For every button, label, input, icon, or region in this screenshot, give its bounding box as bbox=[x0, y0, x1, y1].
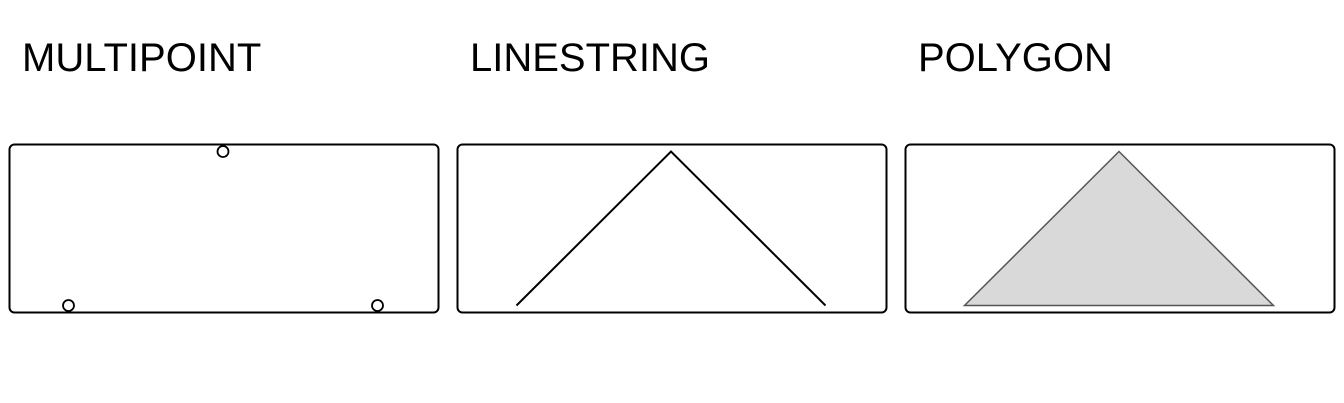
panels-layer bbox=[8, 143, 1336, 314]
point-marker-3 bbox=[371, 299, 384, 312]
panel-polygon bbox=[904, 143, 1336, 314]
panel-title-polygon: POLYGON bbox=[918, 36, 1113, 80]
panel-multipoint bbox=[8, 143, 440, 314]
point-marker-1 bbox=[216, 145, 230, 158]
panel-frame bbox=[8, 143, 440, 314]
panel-linestring bbox=[456, 143, 888, 314]
polygon-shape bbox=[962, 150, 1276, 307]
linestring-line bbox=[515, 150, 827, 307]
panel-title-multipoint: MULTIPOINT bbox=[22, 36, 262, 80]
point-marker-2 bbox=[62, 299, 75, 312]
panel-frame bbox=[456, 143, 888, 314]
panel-title-linestring: LINESTRING bbox=[470, 36, 711, 80]
panel-frame bbox=[904, 143, 1336, 314]
